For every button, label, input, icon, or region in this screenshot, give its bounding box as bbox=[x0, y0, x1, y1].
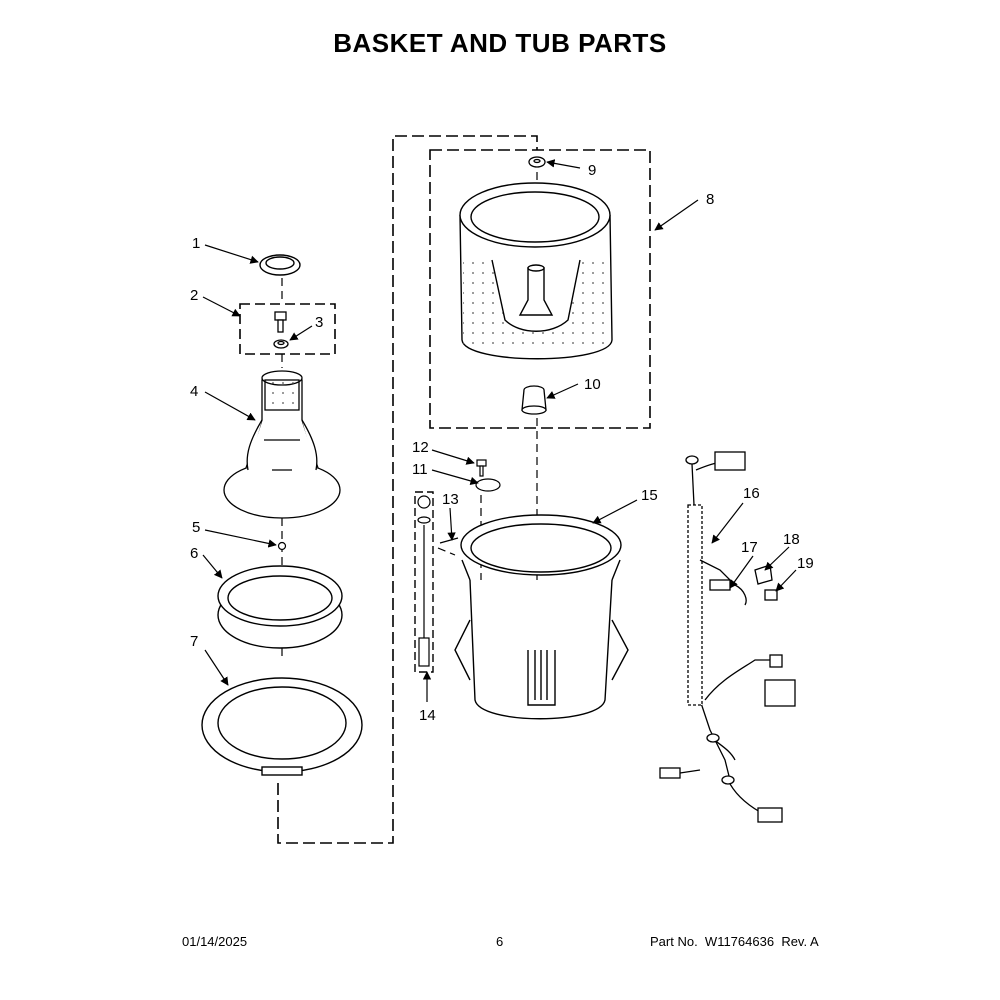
leader-arrow-9 bbox=[546, 159, 581, 169]
callout-11: 11 bbox=[412, 461, 428, 478]
callout-2: 2 bbox=[190, 287, 198, 304]
callout-10: 10 bbox=[584, 376, 601, 393]
leader-arrow-6 bbox=[202, 554, 223, 579]
callout-15: 15 bbox=[641, 487, 658, 504]
leader-arrow-16 bbox=[711, 502, 744, 544]
footer-part-info: Part No. W11764636 Rev. A bbox=[650, 934, 819, 949]
basket-nut-part bbox=[528, 156, 546, 168]
wiring-harness-part bbox=[659, 451, 796, 823]
leader-arrow-18 bbox=[764, 546, 790, 571]
page-title: BASKET AND TUB PARTS bbox=[333, 28, 667, 58]
callout-4: 4 bbox=[190, 383, 198, 400]
suspension-rod-part bbox=[417, 495, 459, 667]
callout-9: 9 bbox=[588, 162, 596, 179]
seal-part bbox=[277, 541, 287, 551]
leader-arrow-12 bbox=[431, 449, 475, 465]
leader-arrow-15 bbox=[592, 499, 638, 524]
callout-5: 5 bbox=[192, 519, 200, 536]
leader-arrow-19 bbox=[775, 569, 797, 592]
assembly-outline-left bbox=[277, 135, 538, 844]
callout-1: 1 bbox=[192, 235, 200, 252]
screw-part bbox=[475, 459, 501, 492]
leader-arrow-3 bbox=[289, 325, 313, 341]
footer-part-number: W11764636 bbox=[704, 934, 775, 949]
leader-arrow-13 bbox=[447, 507, 456, 541]
callout-13: 13 bbox=[442, 491, 459, 508]
callout-16: 16 bbox=[743, 485, 760, 502]
leader-arrow-8 bbox=[654, 199, 699, 231]
leader-arrow-10 bbox=[546, 383, 579, 399]
agitator-cap-part bbox=[259, 254, 301, 276]
leader-arrow-2 bbox=[202, 296, 241, 317]
callout-17: 17 bbox=[741, 539, 758, 556]
footer-revision: Rev. A bbox=[781, 934, 819, 949]
leader-arrow-17 bbox=[729, 555, 754, 589]
callout-8: 8 bbox=[706, 191, 714, 208]
footer-part-label: Part No. bbox=[650, 934, 698, 949]
callout-14: 14 bbox=[419, 707, 436, 724]
assembly-outline-agitator-bolt bbox=[239, 303, 336, 355]
callout-6: 6 bbox=[190, 545, 198, 562]
leader-arrow-11 bbox=[431, 469, 479, 485]
agitator-part bbox=[223, 370, 341, 519]
callout-12: 12 bbox=[412, 439, 429, 456]
callout-3: 3 bbox=[315, 314, 323, 331]
leader-arrow-5 bbox=[204, 529, 277, 548]
tub-ring-part bbox=[201, 677, 363, 776]
leader-arrow-7 bbox=[204, 649, 229, 686]
drive-hub-part bbox=[521, 385, 547, 415]
assembly-outline-basket bbox=[429, 149, 651, 429]
balance-ring-part bbox=[217, 565, 343, 649]
callout-19: 19 bbox=[797, 555, 814, 572]
footer-page-number: 6 bbox=[496, 934, 504, 949]
leader-arrow-4 bbox=[204, 391, 256, 421]
footer-date: 01/14/2025 bbox=[182, 934, 248, 949]
leader-arrow-1 bbox=[204, 244, 259, 264]
callout-7: 7 bbox=[190, 633, 198, 650]
axis-line bbox=[437, 547, 456, 556]
callout-18: 18 bbox=[783, 531, 800, 548]
outer-tub-part bbox=[454, 514, 629, 720]
wash-basket-part bbox=[459, 182, 613, 360]
agitator-bolt-part bbox=[273, 311, 289, 349]
callout-labels: 1 2 3 4 5 6 7 8 9 10 11 12 13 14 15 16 1… bbox=[190, 162, 814, 724]
